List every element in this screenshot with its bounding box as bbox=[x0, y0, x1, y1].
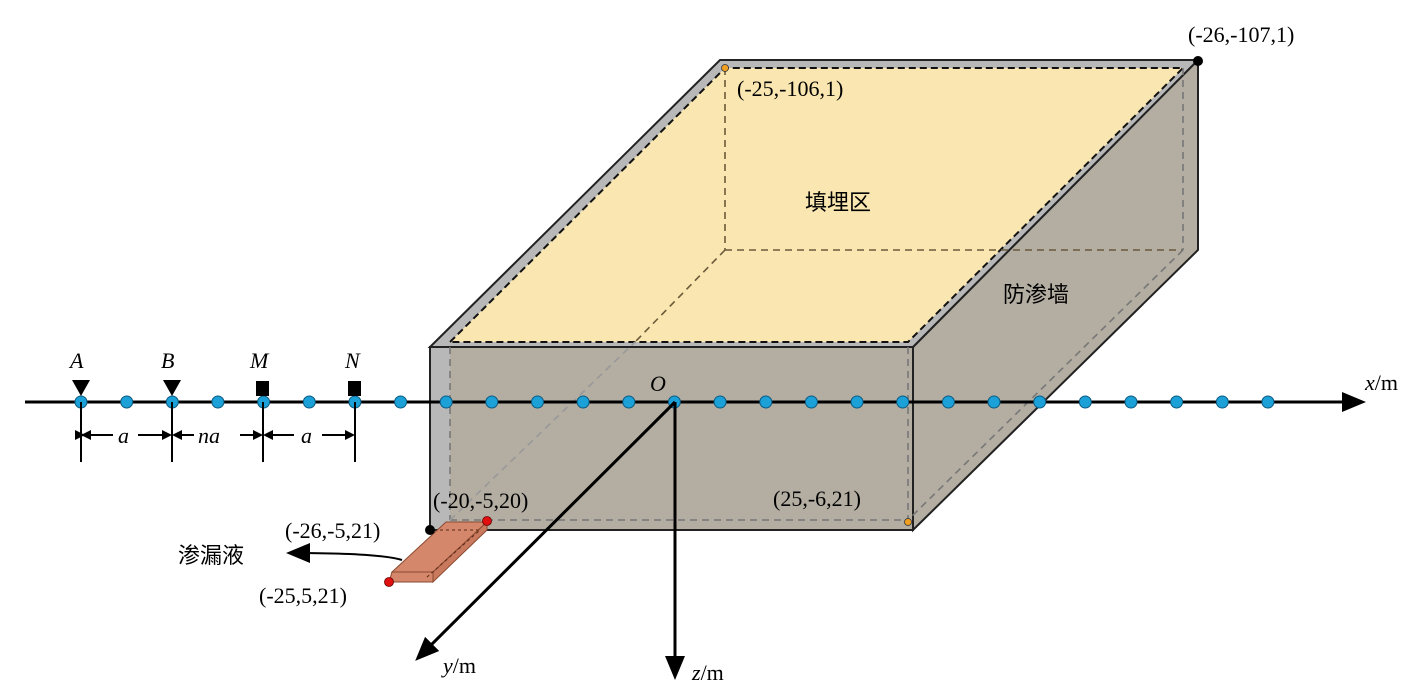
y-axis bbox=[415, 400, 677, 661]
hidden-edges bbox=[449, 68, 1184, 521]
electrode-b-label: B bbox=[161, 348, 174, 373]
spacing-a-left: a bbox=[118, 423, 129, 448]
electrode bbox=[211, 395, 225, 409]
electrode bbox=[120, 395, 134, 409]
electrode-m-label: M bbox=[249, 348, 270, 373]
fill-zone-label: 填埋区 bbox=[805, 190, 871, 215]
electrode bbox=[941, 395, 955, 409]
y-axis-var: y bbox=[441, 653, 453, 678]
leak-slab-front bbox=[432, 520, 488, 584]
electrode bbox=[531, 395, 544, 409]
electrode bbox=[759, 395, 773, 409]
landfill-box bbox=[427, 56, 1203, 533]
origin-label: O bbox=[650, 371, 666, 396]
leakage-label: 渗漏液 bbox=[178, 543, 244, 568]
electrode bbox=[439, 395, 453, 409]
y-axis-unit: /m bbox=[453, 653, 476, 678]
leak-corner-top-marker bbox=[482, 516, 492, 526]
leak-corner-black-marker bbox=[425, 525, 435, 535]
z-axis-unit: /m bbox=[701, 660, 724, 685]
leakage-arrow bbox=[286, 543, 403, 564]
electrode-a-marker bbox=[72, 380, 90, 396]
x-axis-label: x/m bbox=[1364, 370, 1398, 395]
electrode bbox=[804, 395, 818, 409]
electrode bbox=[302, 395, 316, 409]
inner-top-corner-marker bbox=[721, 64, 729, 72]
z-axis-var: z bbox=[691, 660, 701, 685]
electrode bbox=[1215, 395, 1229, 409]
coord-leak-bottom: (-25,5,21) bbox=[259, 583, 347, 608]
electrode-a-label: A bbox=[68, 348, 84, 373]
electrode bbox=[1033, 395, 1047, 409]
electrode bbox=[713, 395, 727, 409]
electrode-n-label: N bbox=[344, 348, 361, 373]
electrode bbox=[1170, 395, 1184, 409]
x-axis-unit: /m bbox=[1375, 370, 1398, 395]
electrode bbox=[850, 395, 864, 409]
coord-inner-bottom-corner: (25,-6,21) bbox=[773, 486, 861, 511]
electrode bbox=[987, 395, 1001, 409]
leakage-slab bbox=[384, 516, 492, 587]
electrode-n-marker bbox=[348, 381, 361, 396]
electrode bbox=[896, 395, 910, 409]
z-axis-label: z/m bbox=[691, 660, 724, 685]
coord-leak-black: (-26,-5,21) bbox=[285, 518, 380, 543]
electrode bbox=[485, 395, 499, 409]
inner-bottom-corner-marker bbox=[904, 518, 912, 526]
electrode bbox=[1124, 395, 1138, 409]
electrode-row bbox=[74, 395, 1275, 409]
coord-leak-top: (-20,-5,20) bbox=[433, 488, 528, 513]
spacing-a-right: a bbox=[301, 423, 312, 448]
front-wall-face bbox=[429, 346, 914, 531]
top-far-corner-marker bbox=[1193, 56, 1203, 66]
leak-slab-side bbox=[388, 571, 434, 583]
electrode-m-marker bbox=[256, 381, 269, 396]
electrode bbox=[576, 395, 590, 409]
electrode bbox=[1078, 395, 1092, 409]
coord-inner-top-corner: (-25,-106,1) bbox=[737, 76, 843, 101]
y-axis-label: y/m bbox=[441, 653, 476, 678]
front-wall-left-strip bbox=[431, 348, 450, 529]
fill-zone-surface bbox=[447, 67, 1186, 343]
coord-top-far-corner: (-26,-107,1) bbox=[1188, 22, 1294, 47]
electrode-markers: A B M N bbox=[68, 348, 361, 396]
spacing-na: na bbox=[198, 423, 220, 448]
spacing-dimensions bbox=[75, 402, 356, 462]
x-axis-var: x bbox=[1364, 370, 1375, 395]
electrode-b-marker bbox=[163, 380, 181, 396]
leak-corner-bottom-marker bbox=[384, 577, 394, 587]
electrode bbox=[394, 395, 408, 409]
electrode bbox=[622, 395, 636, 409]
wall-label: 防渗墙 bbox=[1003, 282, 1069, 307]
electrode bbox=[1261, 395, 1275, 409]
